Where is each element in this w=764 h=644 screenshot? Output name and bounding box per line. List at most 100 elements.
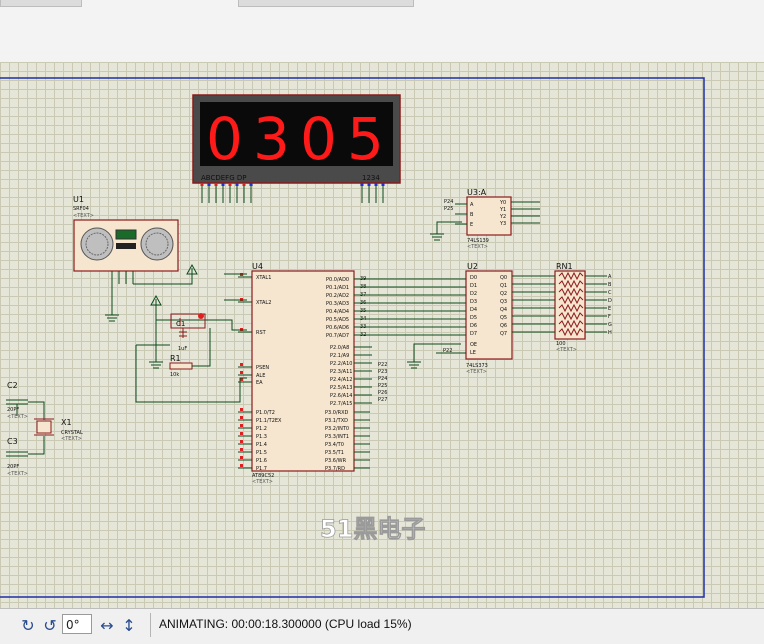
pin-marker — [240, 448, 243, 451]
u3a-pin-label: B — [470, 212, 474, 218]
u3a-part: 74LS139 — [467, 238, 489, 244]
u3a-pin-label: Y2 — [499, 214, 506, 220]
u4-pin-label: P2.0/A8 — [330, 345, 349, 351]
u4-ref: U4 — [252, 262, 263, 271]
u2-pin-label: Q6 — [500, 323, 507, 329]
u4-pin-label: P1.4 — [256, 442, 267, 448]
u2-pin-label: LE — [470, 350, 476, 356]
pin-marker — [360, 183, 364, 186]
resistor — [558, 279, 584, 289]
u3a-pin-label: A — [470, 202, 474, 208]
u3a-net-label: P24 — [444, 199, 453, 205]
microcontroller-u4[interactable]: U4 XTAL1XTAL2RSTPSENALEEAP1.0/T2P1.1/T2E… — [238, 262, 387, 485]
u3a-pin-label: Y1 — [499, 207, 506, 213]
c2-ref: C2 — [7, 381, 18, 390]
c1-ref: C1 — [176, 320, 185, 328]
pin-marker — [200, 183, 204, 186]
u2-pin-label: Q0 — [500, 275, 507, 281]
u2-pin-label: Q1 — [500, 283, 507, 289]
display-digit: 5 — [347, 105, 384, 173]
pin-marker — [240, 408, 243, 411]
u1-ref: U1 — [73, 195, 84, 204]
display-digit: 3 — [253, 105, 290, 173]
crystal-circuit[interactable]: C2 20PF <TEXT> X1 CRYSTAL <TEXT> C3 20PF… — [6, 381, 83, 477]
u3a-pin-label: Y0 — [499, 200, 506, 206]
pin-marker — [228, 183, 232, 186]
u4-pin-label: P1.6 — [256, 458, 267, 464]
pin-marker — [240, 440, 243, 443]
u4-pin-label: P0.4/AD4 — [326, 309, 349, 315]
resistor — [558, 311, 584, 321]
u4-pin-label: P2.1/A9 — [330, 353, 349, 359]
pin-marker — [240, 464, 243, 467]
mirror-horizontal-icon[interactable]: ↔ — [100, 615, 114, 635]
r1-value: 10k — [170, 372, 179, 378]
pin-marker — [240, 424, 243, 427]
display-digit: 0 — [300, 105, 337, 173]
reset-circuit[interactable]: C1 1uF R1 10k — [135, 273, 247, 403]
u4-pin-label: P0.1/AD1 — [326, 285, 349, 291]
u4-pin-label: P3.2/INT0 — [325, 426, 349, 432]
separator — [150, 613, 151, 637]
u2-pin-label: Q5 — [500, 315, 507, 321]
pin-marker — [221, 183, 225, 186]
u4-part: AT89C52 — [252, 473, 274, 479]
u4-pin-label: P2.7/A15 — [330, 401, 352, 407]
toolbar-tab[interactable] — [0, 0, 82, 7]
rn1-text: <TEXT> — [556, 347, 577, 353]
u2-pin-label: D3 — [470, 299, 477, 305]
rn1-ref: RN1 — [556, 262, 573, 271]
u1-part: SRF04 — [73, 206, 89, 212]
u2-pin-label: D4 — [470, 307, 477, 313]
rn1-output-label: F — [608, 314, 611, 320]
mirror-vertical-icon[interactable]: ↕ — [122, 615, 136, 635]
rn1-output-label: D — [608, 298, 612, 304]
ultrasonic-sensor-u1[interactable]: U1 SRF04 <TEXT> — [73, 195, 198, 322]
c2-text: <TEXT> — [7, 414, 28, 420]
display-seg-label: ABCDEFG DP — [201, 174, 246, 182]
sheet-border — [0, 77, 705, 598]
rn1-output-label: C — [608, 290, 612, 296]
u4-pin-label: EA — [256, 380, 263, 386]
u4-text: <TEXT> — [252, 479, 273, 485]
u4-net-label: P22 — [378, 362, 387, 368]
u2-pin-label: Q7 — [500, 331, 507, 337]
u3a-net-label: P25 — [444, 206, 453, 212]
u4-pin-label: P0.6/AD6 — [326, 325, 349, 331]
u4-pin-label: P2.4/A12 — [330, 377, 352, 383]
u4-net-label: P24 — [378, 376, 387, 382]
u3a-pin-label: E — [470, 222, 473, 228]
u4-pin-label: P3.7/RD — [325, 466, 345, 472]
pin-marker — [240, 363, 243, 366]
pin-marker — [207, 183, 211, 186]
pin-marker — [249, 183, 253, 186]
u4-pin-label: ALE — [256, 373, 265, 379]
c1-value: 1uF — [178, 346, 187, 352]
u2-pin-label: Q3 — [500, 299, 507, 305]
u2-part: 74LS373 — [466, 363, 488, 369]
rn1-output-label: H — [608, 330, 612, 336]
rotate-clockwise-icon[interactable]: ↻ — [21, 615, 35, 635]
rotate-counterclockwise-icon[interactable]: ↺ — [43, 615, 57, 635]
u4-pin-label: P1.5 — [256, 450, 267, 456]
toolbar-tab[interactable] — [238, 0, 414, 7]
u4-net-label: P27 — [378, 397, 387, 403]
rotation-angle-field[interactable]: 0° — [62, 614, 92, 634]
pin-marker — [374, 183, 378, 186]
rn1-output-label: G — [608, 322, 612, 328]
c2-value: 20PF — [7, 407, 19, 413]
u3a-ref: U3:A — [467, 188, 487, 197]
pin-marker — [240, 416, 243, 419]
u2-pin-label: D6 — [470, 323, 477, 329]
pin-marker — [367, 183, 371, 186]
u4-pin-label: P3.1/TXD — [325, 418, 348, 424]
u4-pin-label: P0.0/AD0 — [326, 277, 349, 283]
c3-text: <TEXT> — [7, 471, 28, 477]
u4-net-label: P25 — [378, 383, 387, 389]
